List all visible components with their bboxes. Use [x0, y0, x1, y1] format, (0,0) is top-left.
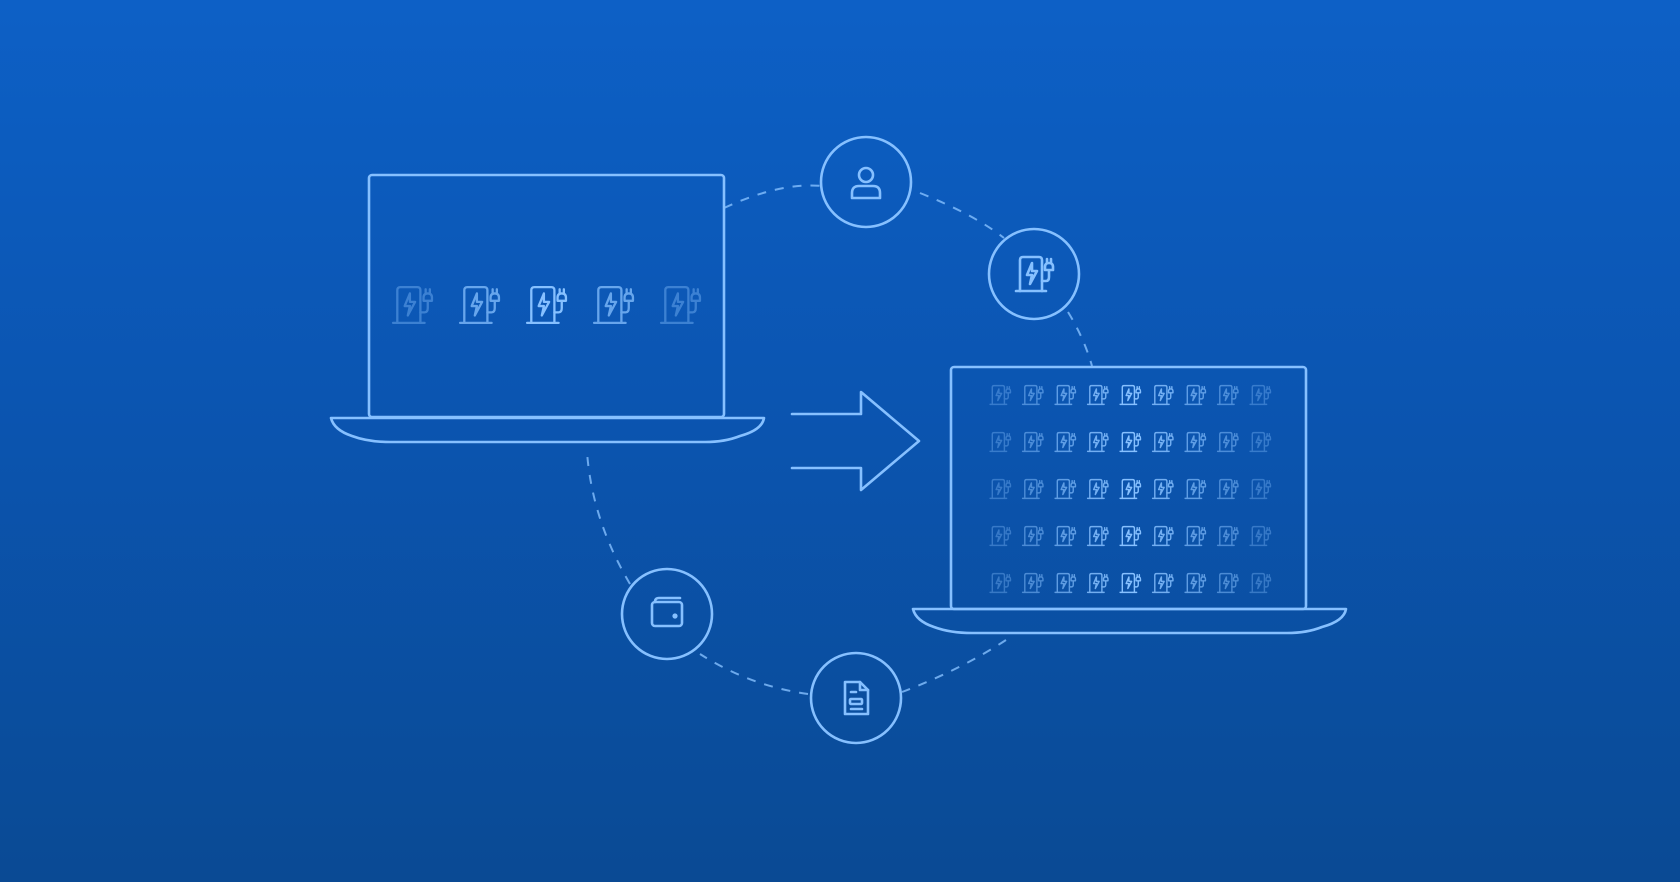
charging-station-icon — [1119, 572, 1142, 594]
charging-station-icon — [1054, 478, 1077, 500]
charging-station-icon — [1184, 525, 1207, 547]
charging-station-icon — [391, 285, 434, 325]
target-laptop — [911, 365, 1348, 635]
charging-station-icon — [989, 431, 1012, 453]
charging-station-icon — [1021, 572, 1044, 594]
charging-station-icon — [1151, 431, 1174, 453]
user-icon — [850, 166, 882, 200]
charging-station-icon — [989, 384, 1012, 406]
charging-station-icon — [1216, 572, 1239, 594]
wallet-icon — [650, 596, 684, 628]
charging-station-icon — [1119, 431, 1142, 453]
charging-station-icon — [1054, 431, 1077, 453]
charging-station-icon — [989, 478, 1012, 500]
charging-station-icon — [1021, 431, 1044, 453]
arrow-right-icon — [790, 390, 921, 492]
charging-station-icon — [1249, 431, 1272, 453]
charging-station-icon — [1086, 525, 1109, 547]
charging-station-icon — [458, 285, 501, 325]
cycle-node-wallet — [620, 567, 714, 661]
charging-station-icon — [1151, 525, 1174, 547]
charging-station-icon — [1216, 384, 1239, 406]
charging-station-icon — [1086, 384, 1109, 406]
charging-station-icon — [1151, 478, 1174, 500]
charging-station-icon — [1184, 572, 1207, 594]
cycle-node-document — [809, 651, 903, 745]
charging-station-icon — [1086, 431, 1109, 453]
cycle-path — [586, 184, 1093, 695]
source-stations — [391, 285, 702, 325]
charging-station-icon — [525, 285, 568, 325]
charging-station-icon — [1021, 478, 1044, 500]
charging-station-icon — [1119, 525, 1142, 547]
charging-station-icon — [1151, 384, 1174, 406]
charging-station-icon — [1216, 478, 1239, 500]
source-laptop — [329, 173, 766, 444]
charging-station-icon — [659, 285, 702, 325]
charging-station-icon — [1014, 255, 1055, 293]
charging-station-icon — [1086, 478, 1109, 500]
cycle-node-user — [819, 135, 913, 229]
charging-station-icon — [1119, 478, 1142, 500]
target-laptop-base — [911, 607, 1348, 635]
charging-station-icon — [1216, 525, 1239, 547]
charging-station-icon — [1249, 384, 1272, 406]
charging-station-icon — [1184, 384, 1207, 406]
charging-station-icon — [1054, 384, 1077, 406]
target-station-grid — [989, 384, 1272, 594]
charging-station-icon — [1054, 572, 1077, 594]
charging-station-icon — [1021, 384, 1044, 406]
charging-station-icon — [989, 572, 1012, 594]
charging-station-icon — [1151, 572, 1174, 594]
charging-station-icon — [1184, 431, 1207, 453]
charging-station-icon — [1249, 525, 1272, 547]
cycle-node-charging — [987, 227, 1081, 321]
charging-station-icon — [1054, 525, 1077, 547]
charging-station-icon — [1021, 525, 1044, 547]
charging-station-icon — [1086, 572, 1109, 594]
charging-station-icon — [1216, 431, 1239, 453]
charging-station-icon — [1184, 478, 1207, 500]
charging-station-icon — [592, 285, 635, 325]
charging-station-icon — [1119, 384, 1142, 406]
charging-station-icon — [989, 525, 1012, 547]
document-icon — [843, 680, 870, 716]
charging-station-icon — [1249, 478, 1272, 500]
charging-station-icon — [1249, 572, 1272, 594]
source-laptop-screen — [367, 173, 726, 419]
source-laptop-base — [329, 416, 766, 444]
